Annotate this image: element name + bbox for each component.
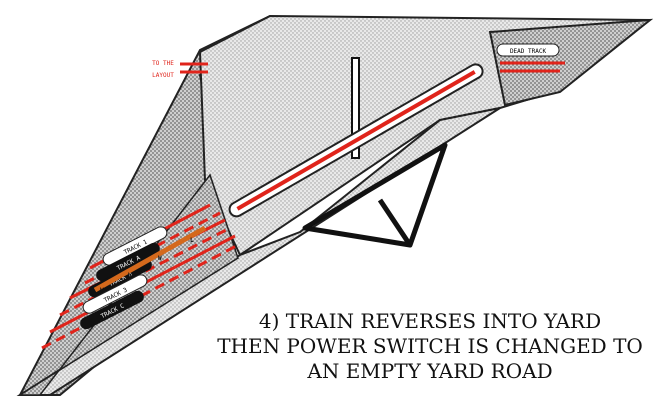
caption-line-3: AN EMPTY YARD ROAD [306, 359, 552, 383]
wire-letter: W [128, 272, 132, 279]
support-frame [302, 142, 448, 248]
to-layout-label-line1: TO THE [152, 60, 174, 67]
dead-track-pill [496, 43, 560, 57]
yard-fan-area [16, 107, 501, 396]
main-track [228, 63, 484, 218]
wire-line [93, 225, 207, 293]
dead-track-area [488, 18, 654, 107]
wire-letter: L [190, 237, 194, 244]
caption-line-1: 4) TRAIN REVERSES INTO YARD [259, 309, 601, 333]
turntable-post [351, 57, 360, 159]
to-layout-label-line2: LAYOUT [152, 72, 174, 79]
wire-letter: W [158, 255, 162, 262]
wire-letter: W [100, 287, 104, 294]
dead-track-label: DEAD TRACK [510, 48, 547, 55]
caption-line-2: THEN POWER SWITCH IS CHANGED TO [217, 334, 643, 358]
